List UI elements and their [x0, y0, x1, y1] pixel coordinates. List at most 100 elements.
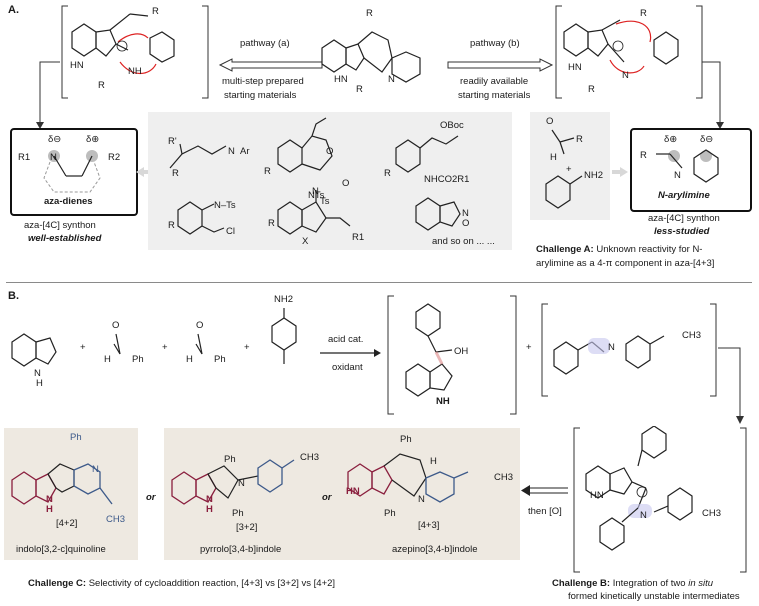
atom-label-ch3: CH3 [106, 514, 126, 525]
atom-label-ph: Ph [400, 434, 412, 445]
azepinoindole-target [321, 31, 421, 83]
n-arylimine-structure [656, 149, 719, 183]
pathway-b-arrow [447, 58, 554, 72]
then-o-arrow [521, 485, 568, 496]
atom-label-ph: Ph [232, 508, 244, 519]
atom-label-r: R [640, 8, 647, 19]
atom-label-hn: HN [590, 490, 604, 501]
delta-plus-label: δ⊕ [86, 134, 100, 145]
atom-label-nh: NH [436, 396, 450, 407]
atom-label-r: R [576, 134, 583, 145]
condition-acid: acid cat. [328, 334, 364, 345]
challenge-a-title: Challenge A: [536, 244, 594, 255]
atom-label-n: N [674, 170, 681, 181]
atom-label-x: X [302, 236, 309, 247]
atom-label-h: H [550, 152, 557, 163]
atom-label-n: N [206, 494, 213, 505]
atom-label-hn: HN [334, 74, 348, 85]
atom-label-n: N [92, 464, 99, 475]
atom-label-r1: R1 [18, 152, 31, 163]
indoloquinoline-structure [11, 463, 113, 505]
atom-label-nhco2r1: NHCO2R1 [424, 174, 470, 185]
atom-label-o: O [462, 218, 470, 229]
atom-label-n: N [388, 74, 395, 85]
atom-label-r: R [172, 168, 179, 179]
precursors-box [148, 112, 512, 250]
delta-minus-label: δ⊖ [48, 134, 62, 145]
challenge-c-text: Selectivity of cycloaddition reaction, [… [88, 578, 336, 589]
atom-label-r2: R2 [108, 152, 121, 163]
atom-label-n: N [622, 70, 629, 81]
pathway-a-line1: multi-step prepared [222, 76, 304, 87]
atom-label-ph: Ph [384, 508, 396, 519]
atom-label-h: H [46, 504, 53, 515]
challenge-a: Challenge A: Unknown reactivity for N- [536, 244, 702, 255]
product-mode-3-2: [3+2] [236, 522, 258, 533]
or-word-1: or [146, 492, 156, 503]
challenge-b: Challenge B: Integration of two in situ [552, 578, 713, 589]
atom-label-h: H [104, 354, 111, 365]
imine-intermediate [541, 303, 717, 397]
atom-label-h: H [36, 378, 43, 389]
atom-label-ph: Ph [214, 354, 226, 365]
atom-label-r: R [366, 8, 373, 19]
atom-label-ch3: CH3 [702, 508, 722, 519]
plus-sign: + [244, 342, 250, 353]
aza-diene-structure [43, 150, 101, 193]
atom-label-r1: R1 [352, 232, 365, 243]
atom-label-n: N [228, 146, 235, 157]
delta-minus-label: δ⊖ [700, 134, 714, 145]
delta-plus-label: δ⊕ [664, 134, 678, 145]
atom-label-nh2: NH2 [584, 170, 604, 181]
atom-label-n: N [50, 152, 57, 163]
pathway-a-line2: starting materials [224, 90, 297, 101]
atom-label-o: O [342, 178, 350, 189]
grey-arrow-right [612, 167, 628, 177]
atom-label-n: N [418, 494, 425, 505]
atom-label-r: R [640, 150, 647, 161]
pathway-b-line2: starting materials [458, 90, 531, 101]
atom-label-oboc: OBoc [440, 120, 464, 131]
challenge-b-text2: formed kinetically unstable intermediate… [568, 591, 740, 602]
atom-label-ar: Ar [240, 146, 250, 157]
atom-label-n: N [312, 186, 319, 197]
reagent-structures [545, 129, 583, 209]
atom-label-n: N [238, 478, 245, 489]
product-name-4-3: azepino[3,4-b]indole [392, 544, 478, 555]
challenge-a-text2: arylimine as a 4-π component in aza-[4+3… [536, 258, 715, 269]
atom-label-cl: Cl [226, 226, 235, 237]
atom-label-nts: NTs [308, 190, 325, 201]
atom-label-hn: HN [346, 486, 360, 497]
atom-label-o: O [196, 320, 204, 331]
atom-label-o: O [546, 116, 554, 127]
atom-label-oh: OH [454, 346, 469, 357]
azepinoindole-product-structure [347, 453, 469, 503]
atom-label-nh: NH [128, 66, 142, 77]
atom-label-ph: Ph [224, 454, 236, 465]
product-panel-4-2 [4, 428, 138, 560]
reactants-structures [11, 308, 297, 367]
atom-label-r: R [588, 84, 595, 95]
atom-label-nhts: N–Ts [214, 200, 236, 211]
atom-label-r: R [268, 218, 275, 229]
pyrroloindole-structure [171, 459, 295, 505]
atom-label-r: R [264, 166, 271, 177]
arrow-down [718, 347, 744, 424]
atom-label-n: N [462, 208, 469, 219]
challenge-b-title: Challenge B: [552, 578, 611, 589]
carbinol-intermediate [387, 295, 517, 415]
atom-label-o: O [112, 320, 120, 331]
atom-label-r: R [98, 80, 105, 91]
challenge-c-title: Challenge C: [28, 578, 87, 589]
pathway-a-title: pathway (a) [240, 38, 290, 49]
zwitterion-intermediate-b2 [573, 426, 747, 573]
plus-sign: + [566, 164, 572, 175]
atom-label-ph: Ph [70, 432, 82, 443]
n-arylimine-status: less-studied [654, 226, 710, 237]
section-divider [6, 282, 752, 283]
challenge-c: Challenge C: Selectivity of cycloadditio… [28, 578, 335, 589]
atom-label-n: N [640, 510, 647, 521]
zwitterion-intermediate-b [555, 5, 703, 99]
aza-dienes-synthon: aza-[4C] synthon [24, 220, 96, 231]
atom-label-r: R [168, 220, 175, 231]
